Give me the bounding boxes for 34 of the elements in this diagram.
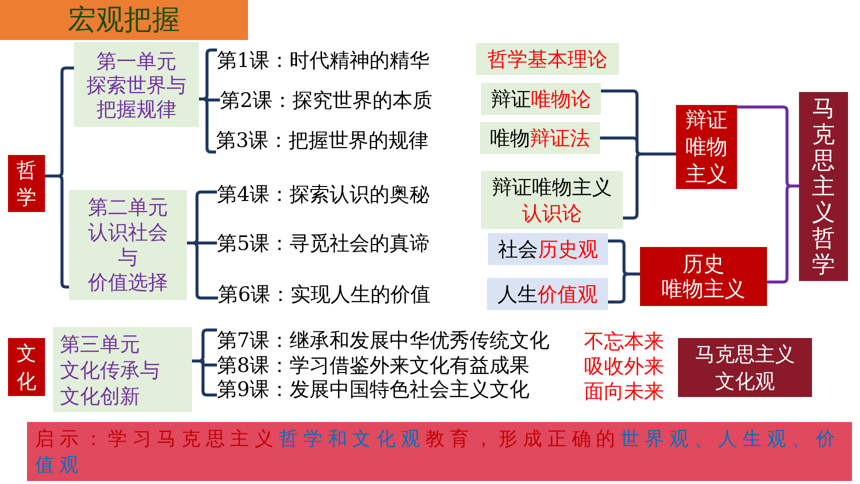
bracket-connector — [199, 98, 216, 154]
concept-box: 社会历史观 — [488, 233, 608, 265]
lesson-title: 第6课：实现人生的价值 — [218, 281, 431, 307]
bracket-connector — [187, 242, 218, 300]
summary-box: 马克思主义文化观 — [678, 338, 812, 397]
subject-box: 文化 — [8, 338, 45, 396]
lesson-title: 第9课：发展中国特色社会主义文化 — [217, 377, 530, 401]
concept-box: 唯物辩证法 — [480, 122, 600, 154]
subject-box: 哲学 — [8, 155, 45, 212]
lesson-title: 第7课：继承和发展中华优秀传统文化 — [217, 328, 550, 352]
unit-box: 第三单元 文化传承与文化创新 — [53, 327, 192, 412]
bracket-connector — [623, 152, 676, 220]
theory-box: 历史唯物主义 — [640, 247, 767, 306]
unit-box: 第二单元 认识社会与价值选择 — [69, 190, 187, 300]
concept-box: 人生价值观 — [487, 278, 608, 310]
theory-box: 辩证唯物主义 — [676, 105, 737, 189]
concept-box: 哲学基本理论 — [476, 43, 619, 75]
lesson-title: 第8课：学习借鉴外来文化有益成果 — [217, 353, 530, 377]
lesson-title: 第1课：时代精神的精华 — [217, 47, 430, 73]
motto-text: 不忘本来 — [584, 329, 664, 353]
lesson-title: 第4课：探索认识的奥秘 — [217, 181, 430, 207]
motto-text: 吸收外来 — [584, 354, 664, 378]
insight-banner: 启示：学习马克思主义 哲学和文化观 教育，形成正确的 世界观、人生观、价值观 — [27, 422, 852, 481]
lesson-title: 第3课：把握世界的规律 — [216, 127, 429, 153]
title-banner: 宏观把握 — [0, 0, 248, 40]
motto-text: 面向未来 — [584, 379, 664, 403]
bracket-connector — [45, 174, 69, 288]
concept-box: 辩证唯物主义 认识论 — [481, 171, 623, 229]
concept-box: 辩证唯物论 — [481, 83, 601, 115]
summary-box: 马克思主义哲学 — [799, 92, 848, 281]
bracket-connector — [192, 360, 217, 396]
lesson-title: 第5课：寻觅社会的真谛 — [217, 230, 430, 256]
lesson-title: 第2课：探究世界的本质 — [220, 87, 433, 113]
unit-box: 第一单元 探索世界与把握规律 — [74, 42, 199, 127]
